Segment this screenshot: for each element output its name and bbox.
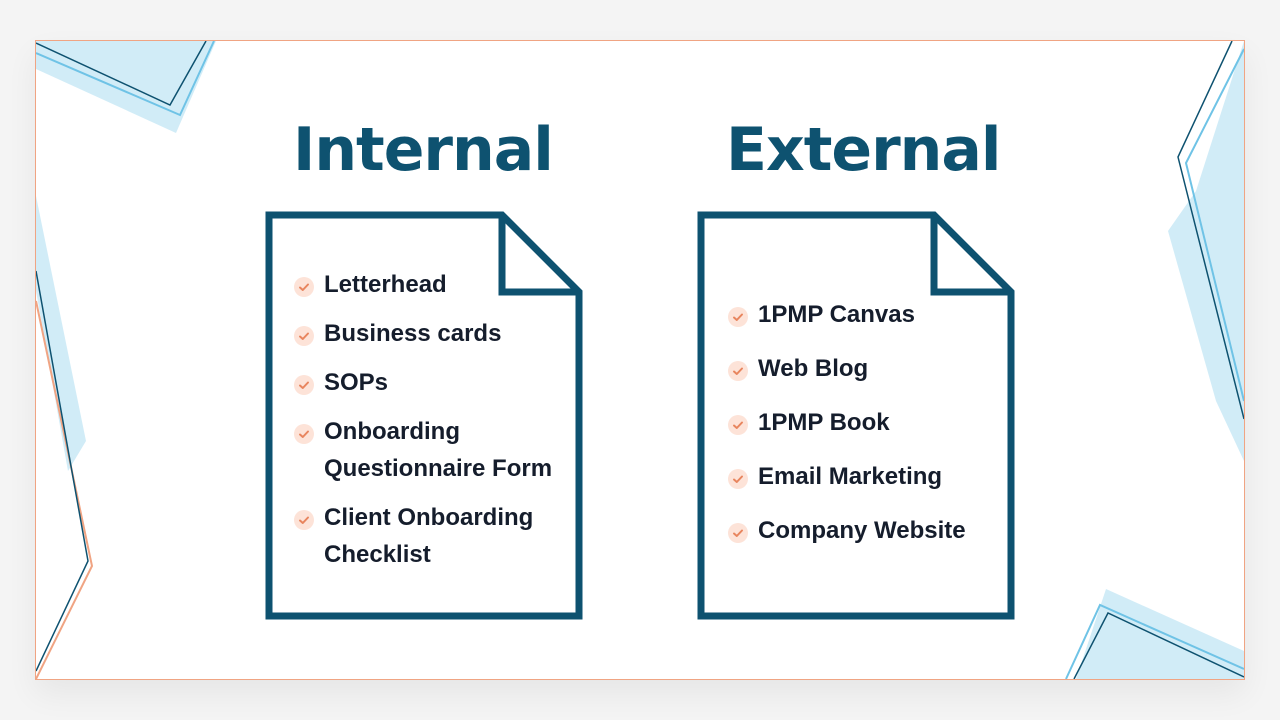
internal-list-item: SOPs	[294, 364, 552, 401]
external-list-item-line: 1PMP Canvas	[758, 301, 915, 328]
check-icon	[294, 510, 314, 530]
deco-right-band	[1168, 41, 1244, 461]
deco-right-light-line	[1184, 48, 1244, 402]
deco-top-left-line-2	[36, 41, 215, 117]
external-heading: External	[726, 115, 1001, 185]
external-list-item-text: Email Marketing	[758, 458, 942, 495]
internal-list-item: Letterhead	[294, 266, 552, 303]
check-icon	[728, 361, 748, 381]
check-icon	[728, 307, 748, 327]
check-icon	[728, 469, 748, 489]
external-list-item: 1PMP Book	[728, 404, 966, 441]
internal-heading: Internal	[293, 115, 554, 185]
external-list-item-line: Company Website	[758, 517, 966, 544]
deco-bottom-right-line-2	[1065, 603, 1244, 679]
external-list-item: 1PMP Canvas	[728, 296, 966, 333]
internal-list-item-text: Business cards	[324, 315, 501, 352]
check-icon	[294, 277, 314, 297]
internal-list-item-line: Letterhead	[324, 271, 447, 298]
deco-left-orange-line	[36, 300, 94, 679]
external-list-item-text: Web Blog	[758, 350, 868, 387]
deco-top-left-line	[36, 41, 207, 106]
external-list-item-text: 1PMP Book	[758, 404, 890, 441]
internal-list-item-line: Client Onboarding	[324, 504, 534, 531]
internal-list-item-line: Checklist	[324, 541, 431, 568]
external-list-item: Company Website	[728, 512, 966, 549]
external-list-item-line: 1PMP Book	[758, 409, 890, 436]
decorative-background	[36, 41, 1244, 679]
internal-list-item-text: Letterhead	[324, 266, 447, 303]
external-document-icon	[697, 211, 1015, 620]
external-list-item-text: 1PMP Canvas	[758, 296, 915, 333]
external-list-item: Web Blog	[728, 350, 966, 387]
check-icon	[294, 424, 314, 444]
internal-list-item-line: Onboarding	[324, 418, 460, 445]
internal-list-item-line: Questionnaire Form	[324, 455, 553, 482]
check-icon	[294, 326, 314, 346]
check-icon	[728, 523, 748, 543]
deco-left-band	[36, 196, 86, 471]
internal-list-item-text: SOPs	[324, 364, 388, 401]
deco-bottom-right-line	[1073, 612, 1244, 679]
internal-document-icon	[265, 211, 583, 620]
external-list-item-line: Web Blog	[758, 355, 869, 382]
deco-left-dark-line	[36, 270, 89, 672]
internal-list-item-line: SOPs	[324, 369, 389, 396]
external-list-item-line: Email Marketing	[758, 463, 943, 490]
external-list-item: Email Marketing	[728, 458, 966, 495]
deco-right-dark-line	[1177, 41, 1244, 420]
internal-list-item-line: Business cards	[324, 320, 502, 347]
check-icon	[294, 375, 314, 395]
check-icon	[728, 415, 748, 435]
internal-list-item: Business cards	[294, 315, 552, 352]
external-list-item-text: Company Website	[758, 512, 966, 549]
